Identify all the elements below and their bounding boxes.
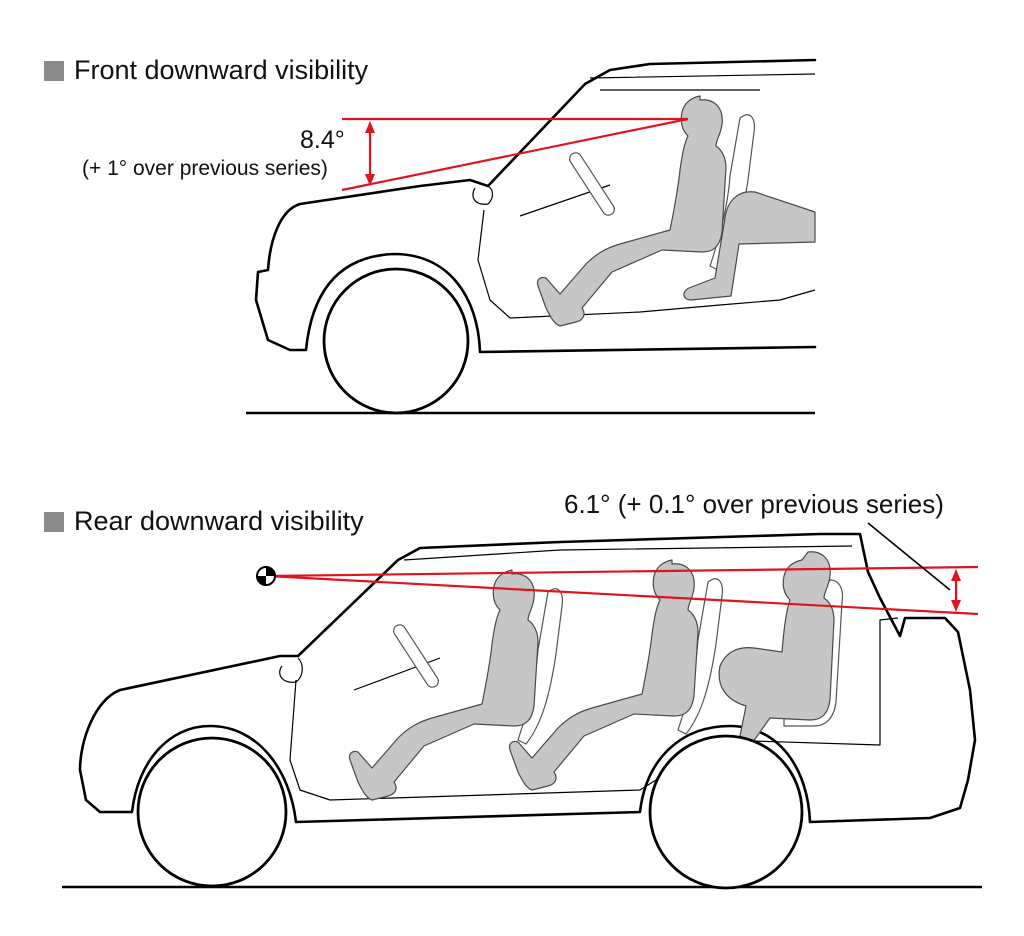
rear-rear-wheel: [648, 734, 804, 890]
rear-front-wheel: [136, 736, 288, 888]
front-angle-note: (+ 1° over previous series): [82, 157, 328, 180]
rear-mirror: [279, 657, 303, 683]
front-angle-arrow-down: [365, 174, 375, 186]
third-row-passenger-figure: [709, 551, 835, 765]
bullet-square-icon: [44, 61, 64, 81]
front-mirror: [472, 185, 494, 205]
front-downward-sightline: [341, 117, 689, 192]
front-rear-passenger-figure: [683, 191, 816, 301]
rear-horizontal-sightline: [267, 565, 979, 578]
rear-title-text: Rear downward visibility: [74, 506, 364, 536]
rear-downward-sightline: [267, 574, 979, 616]
front-diagram: [246, 58, 817, 415]
bullet-square-icon: [44, 512, 64, 532]
rear-label-leader-line: [867, 522, 951, 591]
driver-figure: [348, 569, 539, 801]
front-angle-arrow-up: [365, 121, 375, 133]
front-section-title: Front downward visibility: [44, 55, 368, 86]
front-title-text: Front downward visibility: [74, 55, 369, 85]
front-car-body-outline: [254, 58, 817, 354]
rear-car-body-outline: [78, 532, 977, 824]
rear-section-title: Rear downward visibility: [44, 506, 364, 537]
rear-diagram: [62, 522, 982, 890]
front-angle-value: 8.4°: [300, 126, 345, 154]
rear-steering-wheel: [393, 624, 439, 688]
rear-angle-arrow-up: [951, 569, 961, 581]
front-wheel: [322, 267, 470, 415]
rear-angle-label: 6.1° (+ 0.1° over previous series): [564, 489, 944, 519]
rear-angle-arrow-down: [951, 600, 961, 612]
eye-point-marker-icon: [256, 566, 276, 586]
front-steering-wheel: [569, 152, 615, 216]
